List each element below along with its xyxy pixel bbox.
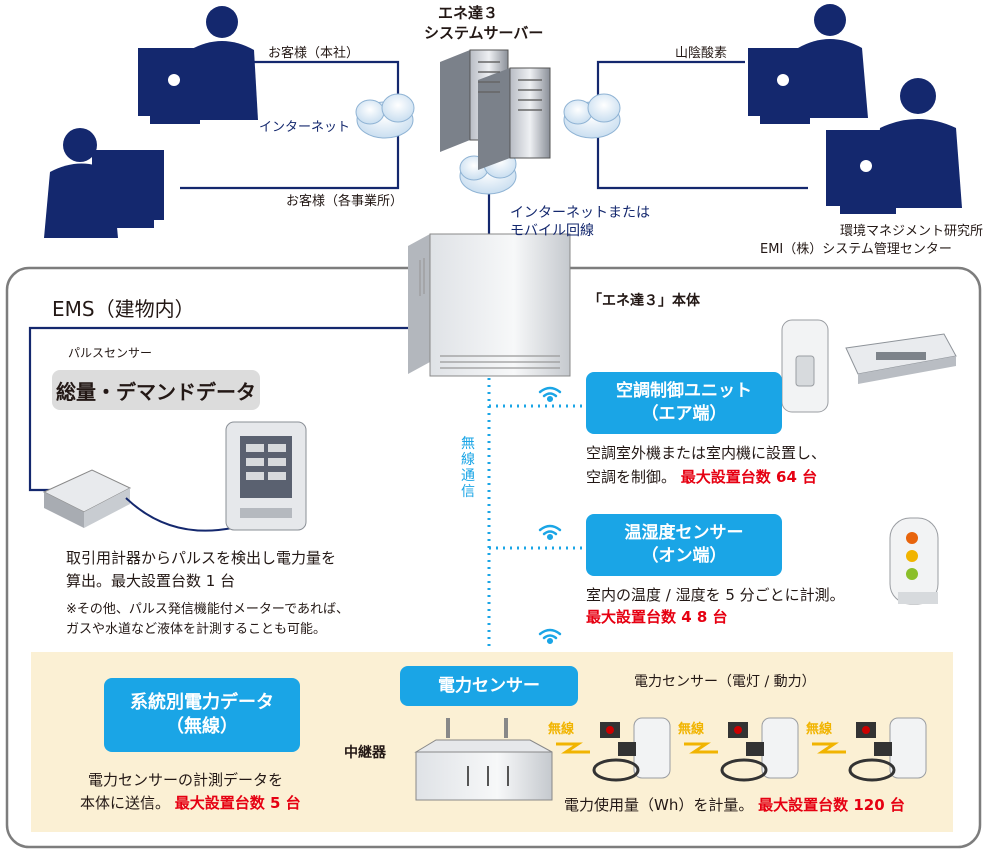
system-data-title: 系統別電力データ — [130, 691, 274, 713]
ac-max: 最大設置台数 64 台 — [680, 468, 818, 486]
person-computer-icon-hq — [138, 6, 258, 124]
person-computer-icon-emi — [826, 78, 962, 214]
zigzag-3 — [812, 742, 846, 754]
person-computer-icon-sanin — [748, 4, 868, 124]
main-unit-label: 「エネ達３」本体 — [588, 293, 700, 309]
power-max: 最大設置台数 120 台 — [758, 796, 905, 814]
power-sensor-icon-2 — [720, 717, 799, 782]
power-sensor-icon-3 — [848, 717, 927, 782]
line-hq — [253, 60, 400, 100]
wireless-label-3: 無線 — [806, 722, 833, 737]
server-title-1: エネ達３ — [438, 4, 499, 22]
wifi-icon — [538, 386, 562, 645]
cloud-icon-left — [355, 93, 415, 139]
line-pulse — [28, 326, 410, 492]
cloud-icon-right — [563, 93, 621, 139]
wireless-label-1: 無線 — [548, 722, 575, 737]
system-desc-2-wrap: 本体に送信。 最大設置台数 5 台 — [80, 793, 301, 815]
total-demand-badge: 総量・デマンドデータ — [52, 370, 260, 410]
label-emi-1: 環境マネジメント研究所 — [840, 224, 984, 239]
label-internet-mobile-1: インターネットまたは — [510, 205, 650, 221]
pulse-desc-1: 取引用計器からパルスを検出し電力量を — [66, 549, 337, 567]
ac-control-unit-icon — [781, 319, 829, 413]
label-emi-2: EMI（株）システム管理センター — [760, 242, 952, 257]
ems-label: EMS（建物内） — [52, 297, 195, 321]
power-meter-icon — [225, 421, 307, 531]
line-sanin — [596, 60, 745, 100]
ac-desc-1: 空調室外機または室内機に設置し、 — [586, 444, 827, 462]
power-desc-wrap: 電力使用量（Wh）を計量。 最大設置台数 120 台 — [564, 795, 905, 817]
pulse-note-2: ガスや水道など液体を計測することも可能。 — [66, 622, 327, 637]
main-unit-icon — [408, 233, 571, 377]
wireless-vertical-label: 無線通信 — [461, 436, 475, 500]
system-power-data-box: 系統別電力データ （無線） — [104, 678, 300, 752]
label-customer-branch: お客様（各事業所） — [286, 194, 404, 209]
line-branch — [180, 132, 400, 190]
ac-desc-2: 空調を制御。 — [586, 468, 677, 486]
person-computer-icon-branch — [44, 128, 164, 238]
label-customer-hq: お客様（本社） — [268, 46, 360, 61]
temp-title: 温湿度センサー — [624, 523, 744, 544]
power-sensor-icon-1 — [592, 717, 671, 782]
system-data-subtitle: （無線） — [166, 716, 238, 737]
ac-desc-2-wrap: 空調を制御。 最大設置台数 64 台 — [586, 467, 817, 489]
label-internet-mobile-2: モバイル回線 — [510, 223, 594, 239]
temp-subtitle: （オン端） — [641, 546, 727, 566]
pulse-sensor-label: パルスセンサー — [68, 346, 153, 360]
server-icon — [440, 49, 551, 170]
line-emi — [596, 132, 808, 190]
temp-humidity-sensor-icon — [889, 517, 939, 605]
label-sanin: 山陰酸素 — [675, 46, 728, 61]
power-sensor-types: 電力センサー（電灯 / 動力） — [634, 674, 816, 690]
temp-desc: 室内の温度 / 湿度を 5 分ごとに計測。 — [586, 586, 845, 604]
temp-humidity-sensor-box: 温湿度センサー （オン端） — [586, 514, 782, 576]
system-desc-1: 電力センサーの計測データを — [88, 771, 284, 789]
pulse-desc-2: 算出。最大設置台数 1 台 — [66, 572, 236, 590]
system-max: 最大設置台数 5 台 — [174, 794, 301, 812]
pulse-note-1: ※その他、パルス発信機能付メーターであれば、 — [66, 602, 349, 617]
ac-unit-subtitle: （エア端） — [641, 404, 727, 424]
pulse-sensor-icon — [42, 469, 233, 532]
relay-device-icon — [414, 718, 553, 801]
power-desc: 電力使用量（Wh）を計量。 — [564, 796, 754, 814]
ac-control-unit-box: 空調制御ユニット （エア端） — [586, 372, 782, 434]
system-desc-2: 本体に送信。 — [80, 794, 171, 812]
temp-max: 最大設置台数 4 8 台 — [586, 608, 728, 626]
label-internet: インターネット — [259, 120, 351, 135]
zigzag-2 — [684, 742, 718, 754]
air-conditioner-icon — [845, 333, 957, 384]
wireless-label-2: 無線 — [678, 722, 705, 737]
power-sensor-badge: 電力センサー — [400, 666, 578, 706]
relay-label: 中継器 — [344, 745, 386, 761]
ac-unit-title: 空調制御ユニット — [616, 381, 752, 402]
server-title-2: システムサーバー — [424, 24, 544, 42]
zigzag-1 — [556, 742, 590, 754]
